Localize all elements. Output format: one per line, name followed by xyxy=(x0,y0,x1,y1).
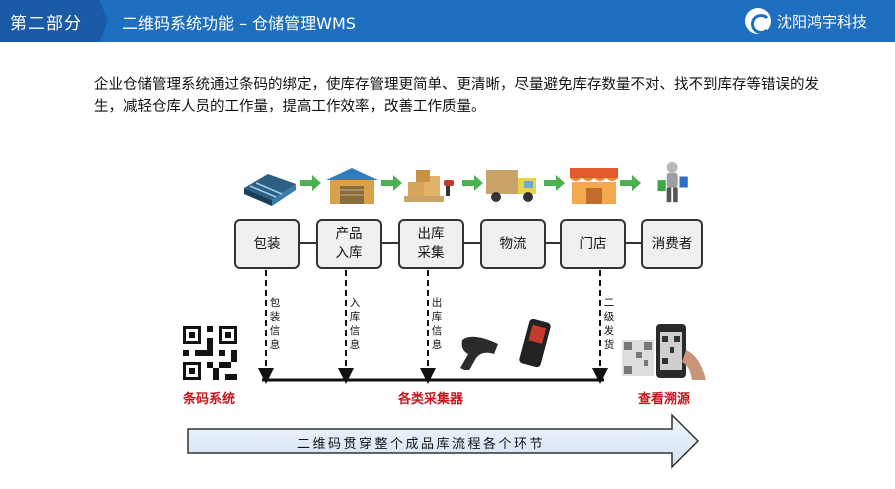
label-collectors: 各类采集器 xyxy=(398,392,464,407)
phone-scan-icon xyxy=(622,324,706,380)
green-arrows xyxy=(300,175,641,191)
delivery-truck-icon xyxy=(486,170,536,202)
brand-logo-icon xyxy=(744,8,771,34)
intro-paragraph: 企业仓储管理系统通过条码的绑定，使库存管理更简单、更清晰，尽量避免库存数量不对、… xyxy=(94,77,819,115)
pda-device-icon xyxy=(519,318,551,368)
barcode-scanner-icon xyxy=(460,336,498,370)
shopper-icon xyxy=(657,161,688,203)
warehouse-icon xyxy=(244,174,296,206)
green-arrow-icon xyxy=(620,175,641,191)
stage-box-logistics: 物流 xyxy=(480,219,546,269)
section-tag: 第二部分 xyxy=(0,0,108,42)
flow-banner-text: 二维码贯穿整个成品库流程各个环节 xyxy=(296,437,545,452)
qr-code-icon xyxy=(183,326,237,380)
stage-box-consumer: 消费者 xyxy=(641,219,703,269)
green-arrow-icon xyxy=(462,175,483,191)
label-trace: 查看溯源 xyxy=(638,392,691,407)
stage-box-store: 门店 xyxy=(560,219,626,269)
green-arrow-icon xyxy=(300,175,321,191)
info-label-packaging: 包装信息 xyxy=(269,297,281,351)
store-icon xyxy=(570,168,618,204)
info-label-warehousing: 入库信息 xyxy=(349,297,361,351)
stage-box-packaging: 包装 xyxy=(234,219,300,269)
section-label: 第二部分 xyxy=(10,14,82,34)
info-label-outbound: 出库信息 xyxy=(431,297,443,351)
brand: 沈阳鸿宇科技 xyxy=(744,8,867,34)
pallet-boxes-icon xyxy=(404,170,454,202)
green-arrow-icon xyxy=(381,175,402,191)
info-label-secondary-shipping: 二级发货 xyxy=(603,297,615,351)
label-barcode-system: 条码系统 xyxy=(183,392,236,407)
stage-box-warehousing: 产品 入库 xyxy=(316,219,382,269)
header-bar: 第二部分 二维码系统功能 – 仓储管理WMS 沈阳鸿宇科技 xyxy=(0,0,895,42)
stage-box-outbound: 出库 采集 xyxy=(398,219,464,269)
brand-name: 沈阳鸿宇科技 xyxy=(776,12,867,31)
flow-banner-arrow xyxy=(187,413,700,469)
header-title: 二维码系统功能 – 仓储管理WMS xyxy=(122,14,356,33)
storage-building-icon xyxy=(326,168,378,204)
green-arrow-icon xyxy=(544,175,565,191)
